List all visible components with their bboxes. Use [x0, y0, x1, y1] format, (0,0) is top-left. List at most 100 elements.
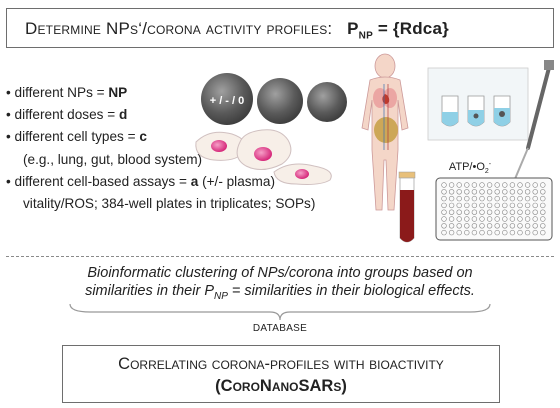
- plate-well: [456, 195, 462, 202]
- result-name: (CoroNanoSARs): [215, 377, 347, 395]
- plate-well: [448, 182, 455, 188]
- plate-well: [456, 182, 462, 188]
- plate-well: [456, 209, 462, 215]
- plate-well: [448, 216, 455, 222]
- database-label: DATABASE: [252, 323, 308, 334]
- formula-rest: = {Rdca}: [372, 19, 449, 38]
- plate-well: [441, 182, 447, 188]
- result-box: Correlating corona-profiles with bioacti…: [62, 345, 500, 403]
- plate-well: [441, 229, 447, 236]
- plate-well: [509, 202, 516, 209]
- plate-well: [479, 189, 485, 195]
- plate-well: [524, 229, 531, 236]
- plate-well: [441, 209, 447, 215]
- cell-illustrations: [195, 129, 332, 185]
- plate-well: [464, 182, 470, 188]
- plate-well: [502, 195, 508, 202]
- plate-well: [486, 182, 493, 188]
- plate-well: [471, 229, 478, 236]
- header-title: Determine NPs‘/corona activity profiles:…: [25, 19, 449, 41]
- plate-well: [517, 189, 523, 195]
- plate-well: [456, 229, 462, 236]
- plate-well: [486, 209, 493, 215]
- plate-well: [532, 229, 538, 236]
- plate-well: [471, 223, 478, 229]
- bullet-doses: • different doses = d: [6, 107, 128, 123]
- plate-well: [448, 202, 455, 209]
- plate-well: [524, 202, 531, 209]
- plate-well: [524, 195, 531, 202]
- plate-well: [540, 202, 546, 209]
- plate-well: [494, 229, 500, 236]
- bullet-cell-types-examples: (e.g., lung, gut, blood system): [23, 151, 203, 167]
- plate-well: [479, 223, 485, 229]
- plate-well: [456, 202, 462, 209]
- np-sphere-small: [307, 82, 347, 122]
- plate-well: [524, 209, 531, 215]
- plate-well: [517, 216, 523, 222]
- bullet-assays-details: vitality/ROS; 384-well plates in triplic…: [23, 196, 316, 212]
- plate-well: [540, 189, 546, 195]
- plate-well: [502, 223, 508, 229]
- plate-well: [494, 189, 500, 195]
- well-plate-icon: ATP/•O2-: [435, 161, 553, 241]
- plate-well: [479, 209, 485, 215]
- plate-well: [486, 229, 493, 236]
- plate-well: [464, 202, 470, 209]
- plate-well: [532, 182, 538, 188]
- plate-well: [464, 189, 470, 195]
- clustering-line-2: similarities in their PNP = similarities…: [85, 283, 475, 302]
- plate-well: [486, 195, 493, 202]
- tubes-panel: [427, 67, 529, 141]
- plate-well: [486, 189, 493, 195]
- plate-well: [479, 216, 485, 222]
- plate-well: [448, 229, 455, 236]
- header-title-text: Determine NPs‘/corona activity profiles:: [25, 19, 333, 38]
- bullet-nps: • different NPs = NP: [6, 85, 128, 100]
- plate-well: [524, 182, 531, 188]
- human-body-icon: [361, 53, 409, 211]
- formula-sub: NP: [358, 30, 373, 42]
- plate-well: [509, 209, 516, 215]
- plate-well: [517, 223, 523, 229]
- plate-well: [532, 202, 538, 209]
- clustering-line-1: Bioinformatic clustering of NPs/corona i…: [87, 265, 473, 281]
- plate-well: [479, 182, 485, 188]
- plate-well: [540, 182, 546, 188]
- plate-well: [509, 216, 516, 222]
- blood-tube-icon: [398, 171, 416, 243]
- plate-well: [479, 202, 485, 209]
- plate-well: [479, 195, 485, 202]
- plate-well: [486, 216, 493, 222]
- plate-well: [509, 182, 516, 188]
- plate-well: [517, 229, 523, 236]
- plate-well: [502, 202, 508, 209]
- plate-well: [464, 209, 470, 215]
- formula-p: P: [347, 19, 359, 38]
- plate-well: [441, 189, 447, 195]
- result-title: Correlating corona-profiles with bioacti…: [118, 355, 444, 373]
- plate-well: [441, 202, 447, 209]
- plate-well: [494, 216, 500, 222]
- coronanosars-label: CoroNanoSARs: [220, 377, 342, 395]
- plate-well: [494, 202, 500, 209]
- plate-well: [464, 223, 470, 229]
- plate-well: [524, 189, 531, 195]
- plate-well: [456, 223, 462, 229]
- plate-well: [471, 209, 478, 215]
- bullet-cell-types: • different cell types = c: [6, 129, 147, 145]
- plate-well: [486, 202, 493, 209]
- bullet-assays: • different cell-based assays = a (+/- p…: [6, 173, 275, 189]
- plate-well: [502, 182, 508, 188]
- nanoparticle-spheres: + / - / 0: [201, 73, 347, 125]
- plate-well: [456, 216, 462, 222]
- plate-well: [532, 223, 538, 229]
- plate-well: [494, 182, 500, 188]
- plate-well: [502, 229, 508, 236]
- plate-well: [524, 223, 531, 229]
- section-divider: [6, 256, 554, 257]
- plate-well: [456, 189, 462, 195]
- plate-well: [532, 189, 538, 195]
